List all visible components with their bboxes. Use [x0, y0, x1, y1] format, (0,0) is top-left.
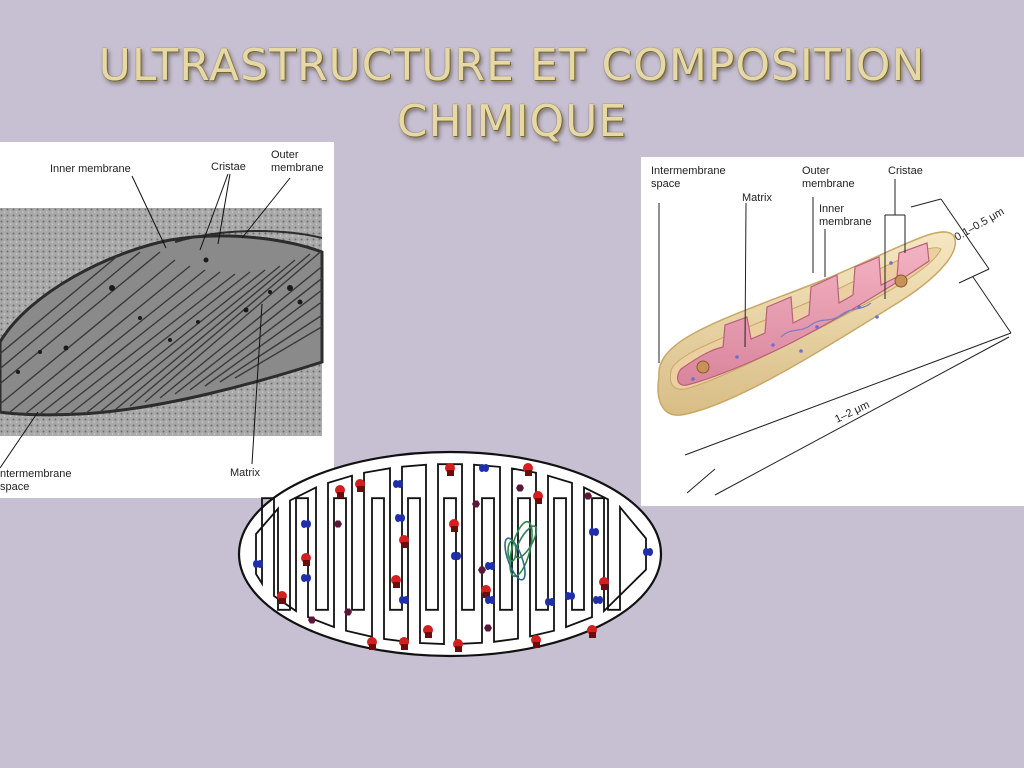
em-label-intermembrane-1: ntermembrane	[0, 468, 72, 480]
illus-label-outer-1: Outer	[802, 165, 830, 177]
protein-red-anchor	[451, 526, 458, 532]
protein-red-anchor	[393, 582, 400, 588]
protein-purple	[308, 616, 316, 624]
protein-red-anchor	[589, 632, 596, 638]
illus-label-matrix: Matrix	[742, 192, 772, 204]
protein-red-anchor	[525, 470, 532, 476]
illus-label-cristae: Cristae	[888, 165, 923, 177]
em-label-matrix: Matrix	[230, 467, 260, 479]
matrix-particles	[691, 261, 893, 381]
dna-loop	[507, 540, 517, 562]
protein-blue	[593, 528, 599, 536]
illustration-panel: Intermembrane space Matrix Outer membran…	[641, 157, 1024, 506]
protein-blue	[305, 520, 311, 528]
protein-red-anchor	[369, 644, 376, 650]
em-label-cristae: Cristae	[211, 161, 246, 173]
protein-blue	[397, 480, 403, 488]
illus-label-inner-2: membrane	[819, 216, 872, 228]
protein-purple	[584, 492, 592, 500]
illus-label-intermembrane-2: space	[651, 178, 680, 190]
em-leader-lines	[0, 173, 291, 469]
slide-title-line-2: CHIMIQUE	[396, 96, 628, 147]
schematic-outer-membrane	[237, 450, 663, 658]
protein-red-anchor	[279, 598, 286, 604]
dna-loop	[509, 520, 533, 578]
length-dimension-line	[714, 336, 1010, 496]
slide-title: ULTRASTRUCTURE ET COMPOSITION CHIMIQUE	[0, 38, 1024, 150]
protein-purple	[334, 520, 342, 528]
illus-label-outer-2: membrane	[802, 178, 855, 190]
em-label-inner-membrane: Inner membrane	[50, 163, 131, 175]
mitochondrion-schematic	[237, 450, 663, 658]
em-micrograph-panel: Inner membrane Cristae Outer membrane nt…	[0, 142, 334, 498]
illustration-leader-lines	[658, 179, 1012, 494]
protein-red-anchor	[401, 542, 408, 548]
schematic-dna	[504, 520, 538, 581]
protein-red-anchor	[535, 498, 542, 504]
protein-red-anchor	[337, 492, 344, 498]
schematic-proteins	[253, 463, 653, 652]
protein-red-anchor	[455, 646, 462, 652]
protein-blue	[257, 560, 263, 568]
protein-purple	[472, 500, 480, 508]
protein-red-anchor	[483, 592, 490, 598]
protein-red-anchor	[303, 560, 310, 566]
illus-label-width-dimension: 0.1–0.5 μm	[953, 206, 1007, 244]
protein-blue	[647, 548, 653, 556]
illus-label-inner-1: Inner	[819, 203, 844, 215]
protein-red-anchor	[425, 632, 432, 638]
protein-blue	[489, 596, 495, 604]
outer-membrane-line	[174, 230, 323, 243]
protein-red-anchor	[357, 486, 364, 492]
protein-purple	[484, 624, 492, 632]
protein-blue	[569, 592, 575, 600]
schematic-inner-membrane-cristae	[255, 463, 647, 645]
protein-red-anchor	[401, 644, 408, 650]
cristae-folds	[0, 247, 322, 415]
protein-blue	[489, 562, 495, 570]
illus-label-intermembrane-1: Intermembrane	[651, 165, 726, 177]
protein-blue	[305, 574, 311, 582]
em-label-outer-1: Outer	[271, 149, 299, 161]
protein-red-anchor	[447, 470, 454, 476]
mitochondrial-dna	[780, 302, 872, 338]
protein-red-anchor	[533, 642, 540, 648]
matrix-granule	[696, 360, 710, 374]
em-label-outer-2: membrane	[271, 162, 324, 174]
protein-blue	[597, 596, 603, 604]
protein-purple	[344, 608, 352, 616]
em-micrograph: Inner membrane Cristae Outer membrane nt…	[0, 149, 324, 493]
width-dimension-line	[940, 198, 990, 270]
em-label-intermembrane-2: space	[0, 481, 29, 493]
protein-purple	[478, 566, 486, 574]
protein-blue	[455, 552, 461, 560]
slide-title-line-1: ULTRASTRUCTURE ET COMPOSITION	[98, 40, 926, 91]
matrix-granules	[16, 257, 303, 374]
protein-purple	[516, 484, 524, 492]
protein-blue	[483, 464, 489, 472]
dna-loop	[514, 525, 538, 559]
mitochondrion-illustration: Intermembrane space Matrix Outer membran…	[651, 165, 1012, 496]
protein-blue	[403, 596, 409, 604]
protein-blue	[549, 598, 555, 606]
protein-blue	[399, 514, 405, 522]
dimension-arrows	[714, 198, 1010, 496]
matrix-granule	[894, 274, 908, 288]
protein-red-anchor	[601, 584, 608, 590]
